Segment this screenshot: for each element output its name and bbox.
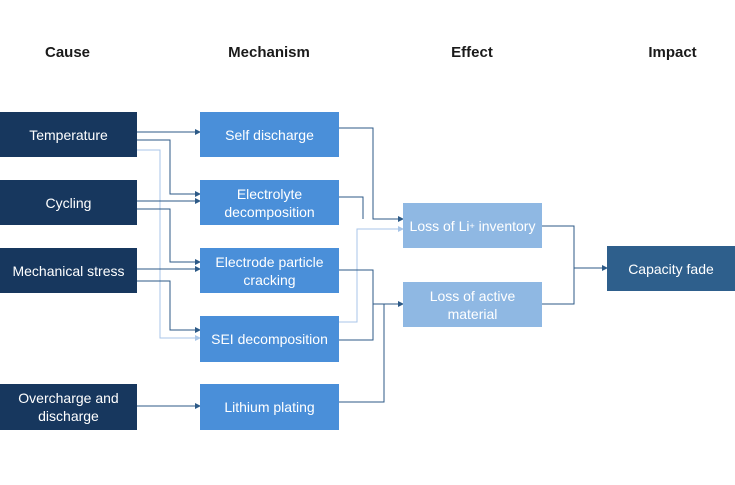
mechanism-self-discharge: Self discharge <box>200 112 339 157</box>
arrow-sei-li <box>339 226 404 323</box>
mechanism-sei-decomposition: SEI decomposition <box>200 316 339 362</box>
arrow-cycling-cracking <box>137 208 201 265</box>
arrow-stress-sei <box>137 280 201 333</box>
cause-cycling: Cycling <box>0 180 137 225</box>
arrow-li-impact <box>542 225 575 268</box>
column-title-cause: Cause <box>44 44 91 61</box>
column-title-impact: Impact <box>648 44 697 61</box>
arrow-self-discharge-li <box>339 127 404 222</box>
effect-loss-of-li-inventory: Loss of Li+ inventory <box>403 203 542 248</box>
effect-li-suffix: inventory <box>474 217 536 234</box>
arrow-sei-active <box>339 304 374 341</box>
arrow-active-impact <box>542 268 575 305</box>
cause-temperature: Temperature <box>0 112 137 157</box>
arrow-temperature-electrolyte <box>137 139 201 197</box>
arrow-cracking-active <box>339 269 404 307</box>
effect-loss-of-active-material: Loss of active material <box>403 282 542 327</box>
effect-li-prefix: Loss of Li <box>409 217 470 234</box>
cause-overcharge-discharge: Overcharge and discharge <box>0 384 137 430</box>
cause-mechanical-stress: Mechanical stress <box>0 248 137 293</box>
column-title-mechanism: Mechanism <box>228 44 310 61</box>
impact-capacity-fade: Capacity fade <box>607 246 735 291</box>
column-title-effect: Effect <box>451 44 493 61</box>
arrow-temperature-sei <box>137 149 201 341</box>
mechanism-lithium-plating: Lithium plating <box>200 384 339 430</box>
arrow-plating-active <box>339 304 385 403</box>
mechanism-electrolyte-decomposition: Electrolyte decomposition <box>200 180 339 225</box>
arrow-electrolyte-li <box>339 196 364 219</box>
mechanism-electrode-particle-cracking: Electrode particle cracking <box>200 248 339 293</box>
